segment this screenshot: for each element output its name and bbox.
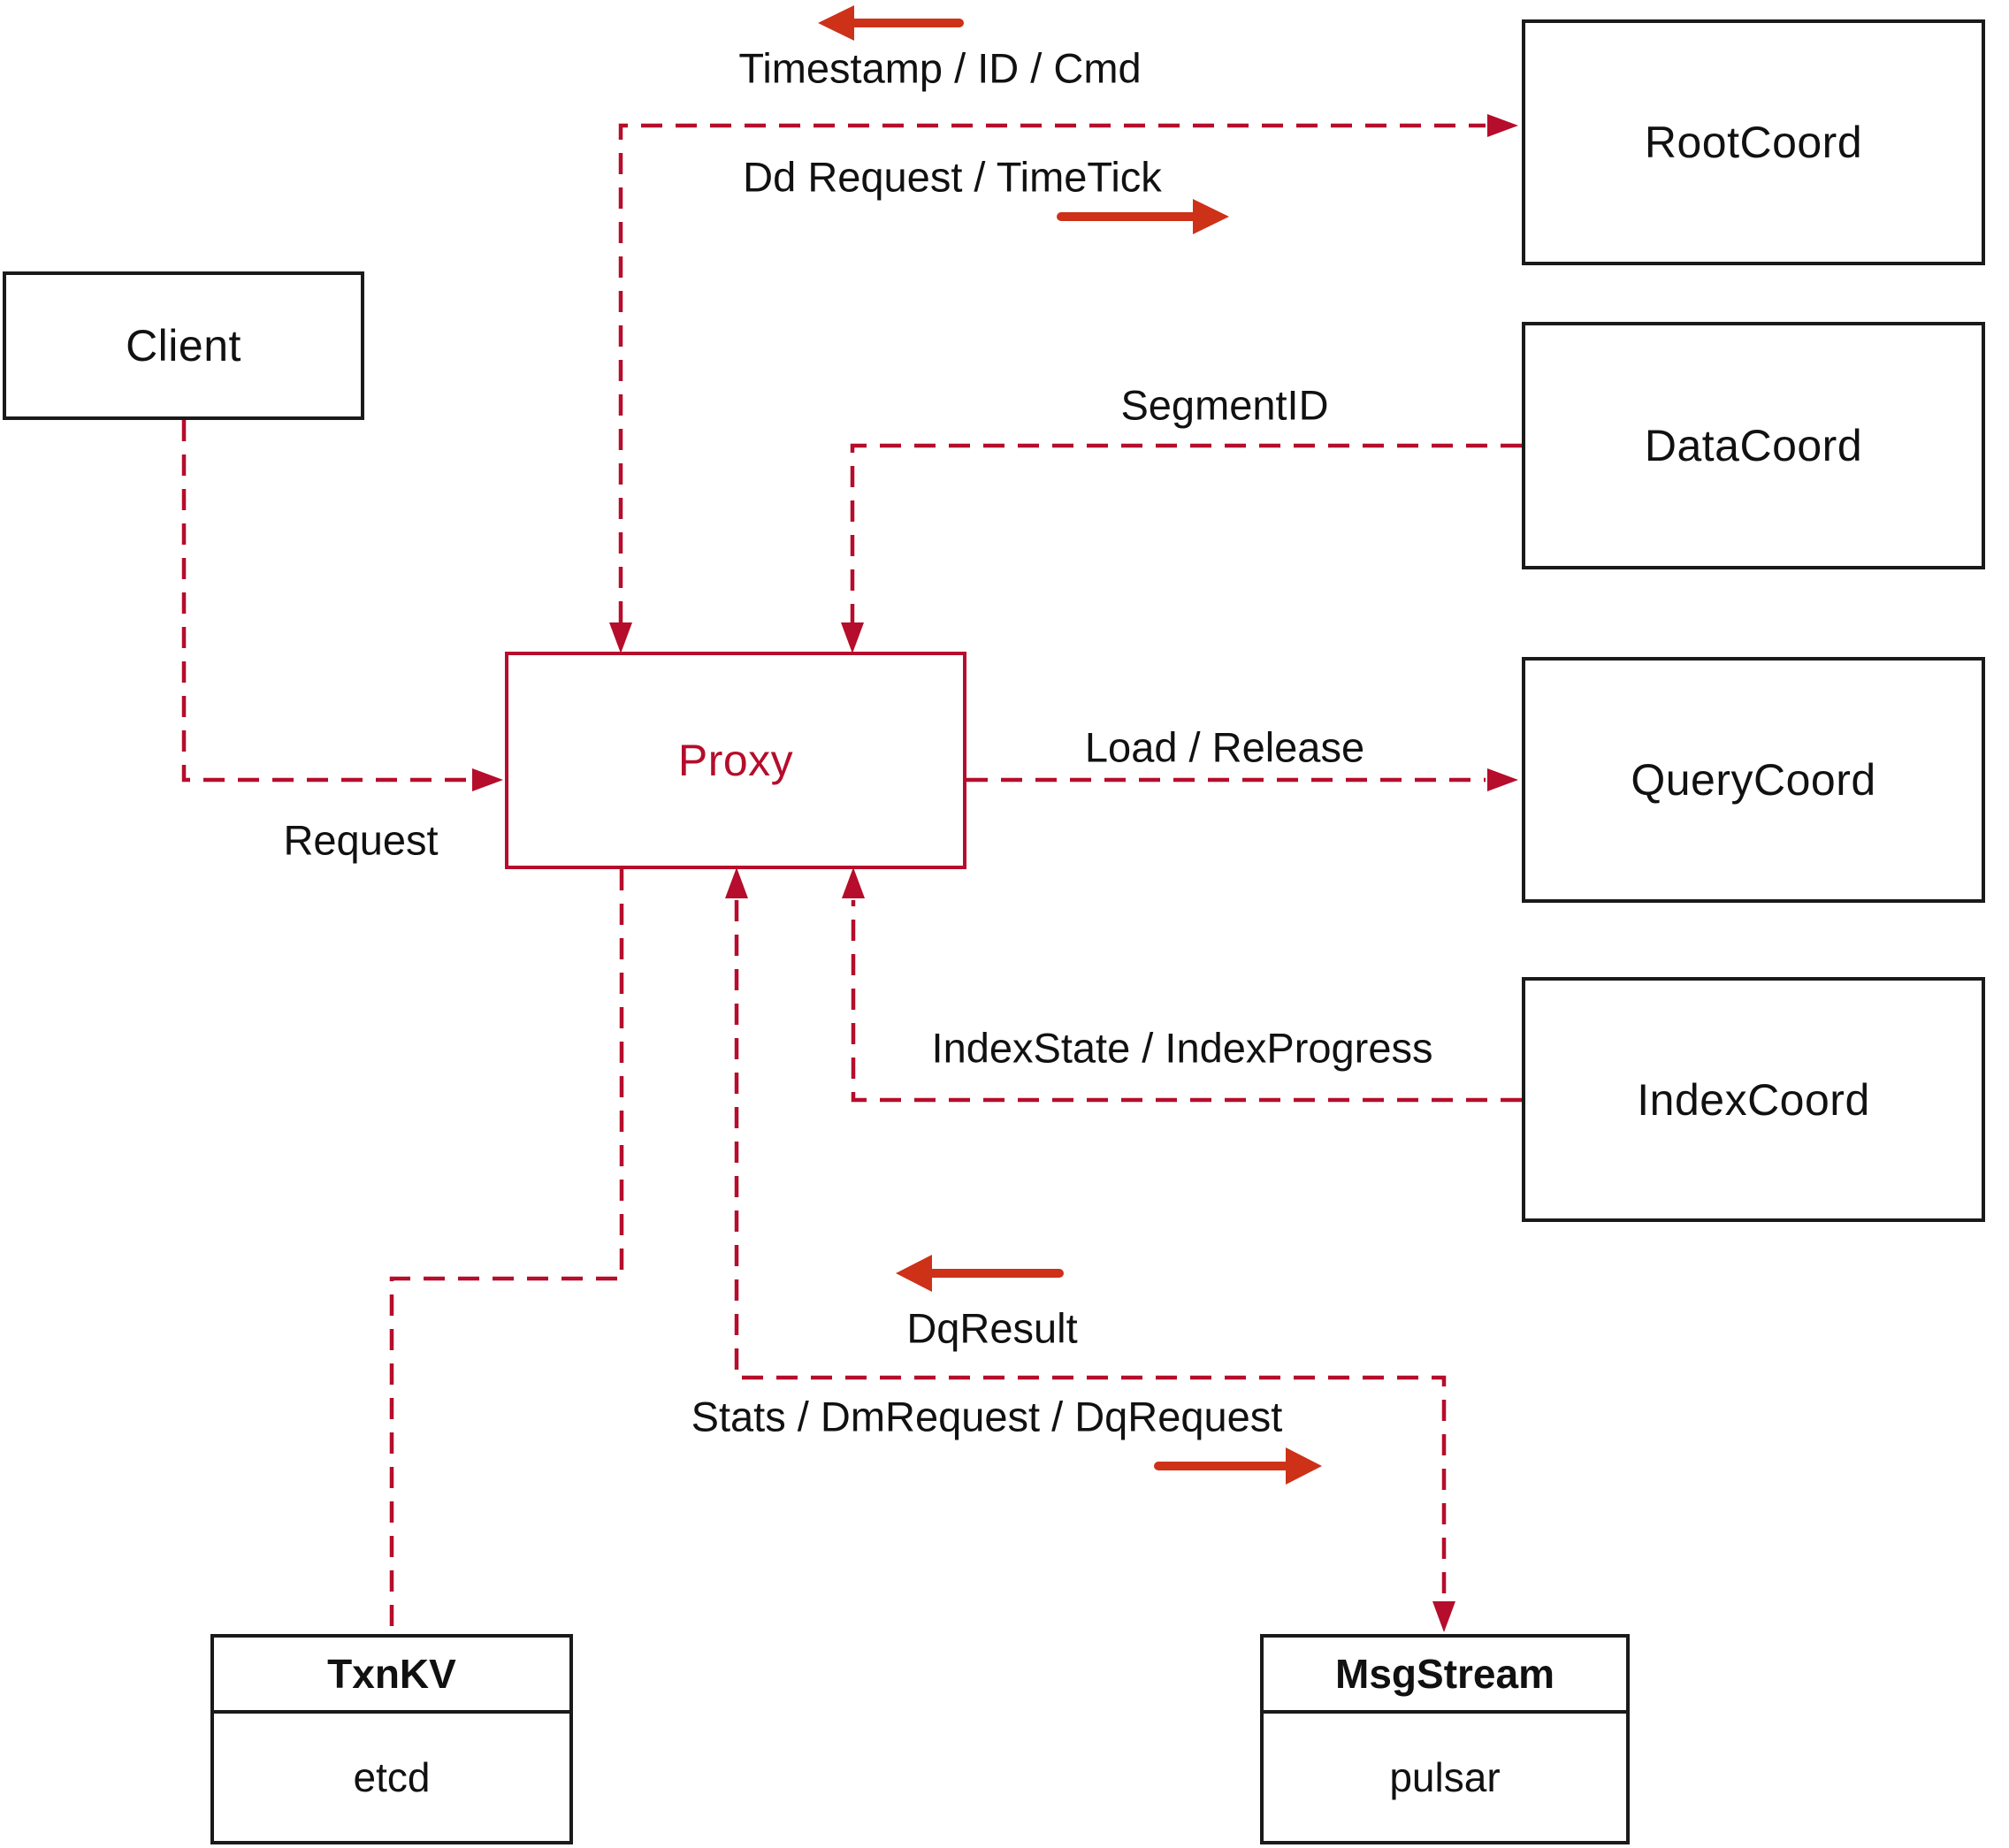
rootcoord-label: RootCoord: [1644, 118, 1863, 167]
querycoord-node: QueryCoord: [1522, 657, 1985, 903]
datacoord-node: DataCoord: [1522, 322, 1985, 569]
querycoord-label: QueryCoord: [1631, 755, 1876, 805]
arrowhead-into-rootcoord-icon: [1487, 114, 1518, 137]
indexcoord-label: IndexCoord: [1637, 1074, 1870, 1125]
datacoord-label: DataCoord: [1644, 421, 1863, 470]
edge-client-proxy: [181, 420, 470, 783]
edge-label-dqresult: DqResult: [906, 1304, 1078, 1352]
edge-proxy-rootcoord: [618, 123, 1486, 622]
msgstream-title: MsgStream: [1264, 1638, 1626, 1714]
edge-datacoord-proxy: [850, 443, 1522, 622]
txnkv-title: TxnKV: [214, 1638, 569, 1714]
flow-arrow-left-dqresult-icon: [896, 1255, 1064, 1292]
arrowhead-into-querycoord-icon: [1487, 768, 1518, 791]
flow-arrow-right-stats-icon: [1154, 1447, 1322, 1485]
edge-label-load-release: Load / Release: [1084, 723, 1365, 771]
proxy-node: Proxy: [505, 652, 966, 869]
client-label: Client: [126, 321, 241, 370]
msgstream-impl: pulsar: [1389, 1754, 1501, 1800]
rootcoord-node: RootCoord: [1522, 19, 1985, 265]
edge-label-dd-request-timetick: Dd Request / TimeTick: [743, 153, 1162, 201]
edge-label-segmentid: SegmentID: [1120, 381, 1329, 429]
arrowhead-into-msgstream-icon: [1432, 1601, 1455, 1632]
txnkv-node: TxnKV etcd: [210, 1634, 573, 1844]
client-node: Client: [3, 271, 364, 420]
flow-arrow-right-ddrequest-icon: [1057, 199, 1229, 234]
msgstream-node: MsgStream pulsar: [1260, 1634, 1630, 1844]
txnkv-impl: etcd: [353, 1754, 431, 1800]
edge-proxy-msgstream: [734, 900, 1447, 1600]
flow-arrow-left-timestamp-icon: [818, 5, 964, 41]
edge-proxy-txnkv: [389, 869, 624, 1634]
edge-label-request: Request: [283, 816, 439, 864]
arrowhead-into-proxy-left-icon: [472, 768, 503, 791]
proxy-label: Proxy: [677, 736, 794, 785]
edge-label-timestamp-id-cmd: Timestamp / ID / Cmd: [738, 44, 1142, 92]
arrowhead-into-proxy-top2-icon: [841, 622, 864, 653]
arrowhead-into-proxy-top1-icon: [609, 622, 632, 653]
edge-indexcoord-proxy: [851, 900, 1522, 1103]
arrowhead-into-proxy-bottom2-icon: [842, 867, 865, 898]
edge-label-stats-dmrequest-dqrequest: Stats / DmRequest / DqRequest: [691, 1393, 1283, 1440]
indexcoord-node: IndexCoord: [1522, 977, 1985, 1222]
arrowhead-into-proxy-bottom1-icon: [725, 867, 748, 898]
edge-label-indexstate-indexprogress: IndexState / IndexProgress: [931, 1024, 1433, 1072]
